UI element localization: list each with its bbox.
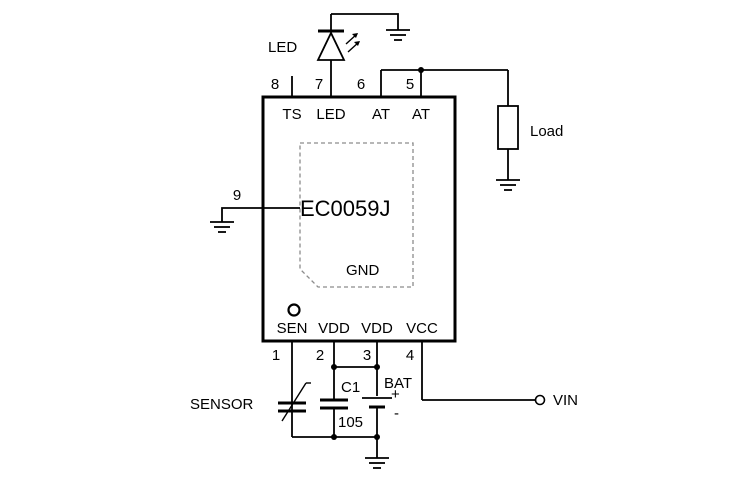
- pin-number-2: 2: [316, 347, 324, 364]
- pin-name-at-5: AT: [412, 106, 430, 123]
- sensor-variable-capacitor-icon: [278, 382, 311, 422]
- pin9-wire: [221, 207, 300, 222]
- at-junction-dot: [418, 67, 424, 73]
- pin-name-vdd-3: VDD: [361, 320, 393, 337]
- led-ground-icon: [386, 29, 410, 41]
- battery-label: BAT: [384, 375, 412, 392]
- pin1-marker: [287, 303, 301, 317]
- c1-name-label: C1: [341, 379, 360, 396]
- pin-name-sen: SEN: [277, 320, 308, 337]
- pin-number-5: 5: [406, 76, 414, 93]
- load-ground-icon: [496, 179, 520, 191]
- pin-number-9: 9: [233, 187, 241, 204]
- battery-minus-label: -: [394, 405, 399, 422]
- pin-number-3: 3: [363, 347, 371, 364]
- led-label: LED: [268, 39, 297, 56]
- c1-capacitor-icon: [320, 398, 348, 437]
- load-resistor-icon: [497, 105, 519, 150]
- chip-part-number: EC0059J: [300, 196, 391, 221]
- pin-number-6: 6: [357, 76, 365, 93]
- pin-name-led: LED: [316, 106, 345, 123]
- pin-number-1: 1: [272, 347, 280, 364]
- ground-junction-dot-c1: [331, 434, 337, 440]
- vin-label: VIN: [553, 392, 578, 409]
- pin-number-7: 7: [315, 76, 323, 93]
- pin-name-at-6: AT: [372, 106, 390, 123]
- pin-name-ts: TS: [282, 106, 301, 123]
- led-icon: [316, 14, 360, 61]
- pin-number-4: 4: [406, 347, 414, 364]
- c1-value-label: 105: [338, 414, 363, 431]
- battery-plus-label: +: [391, 386, 400, 403]
- pin-name-vdd-2: VDD: [318, 320, 350, 337]
- vdd-junction-dot-3: [374, 364, 380, 370]
- vdd-junction-dot-2: [331, 364, 337, 370]
- vin-terminal-icon: [534, 394, 546, 406]
- led-ground-wire: [331, 13, 399, 30]
- exposed-pad-outline: [299, 142, 414, 288]
- exposed-pad-label: GND: [346, 262, 380, 279]
- battery-icon: [362, 397, 392, 437]
- pin-number-8: 8: [271, 76, 279, 93]
- sensor-label: SENSOR: [190, 396, 254, 413]
- pin9-ground-icon: [210, 221, 234, 233]
- load-label: Load: [530, 123, 563, 140]
- bottom-ground-icon: [365, 457, 389, 469]
- pin-name-vcc: VCC: [406, 320, 438, 337]
- ic-package: [261, 95, 457, 343]
